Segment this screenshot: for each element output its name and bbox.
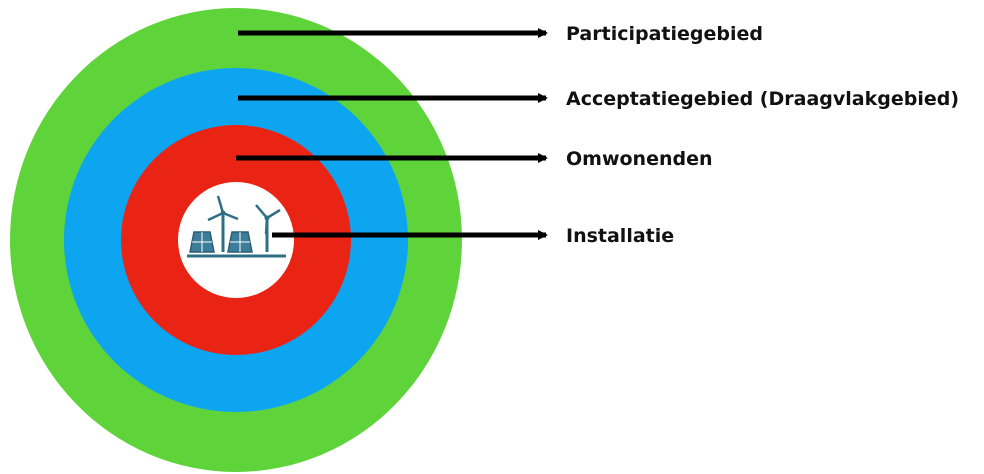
acceptance-label: Acceptatiegebied (Draagvlakgebied) (566, 88, 959, 110)
participation-label: Participatiegebied (566, 23, 763, 45)
wind-turbines-and-solar-panels-icon (187, 195, 286, 258)
installation-label: Installatie (566, 225, 674, 247)
residents-label: Omwonenden (566, 148, 713, 170)
